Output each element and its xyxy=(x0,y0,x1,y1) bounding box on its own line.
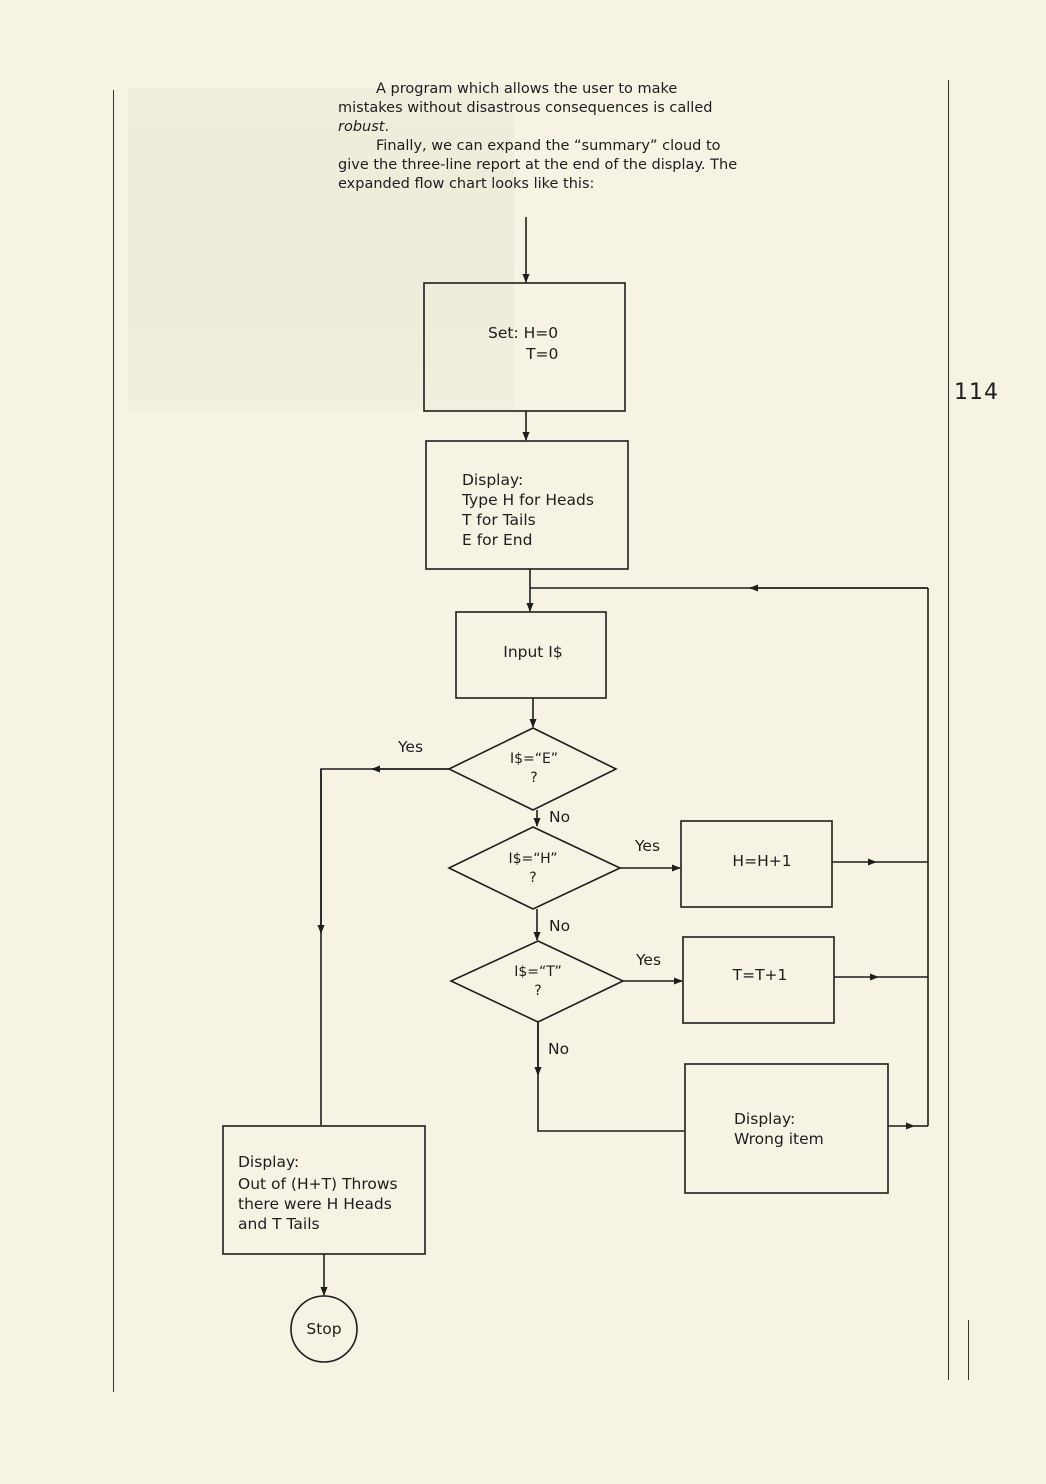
decision-t-line-1: I$=“T” xyxy=(514,964,562,980)
display-box-line-3: T for Tails xyxy=(462,511,536,529)
input-box-label: Input I$ xyxy=(503,643,563,661)
outer-margin-rule xyxy=(968,1320,969,1380)
decision-t-yes-label: Yes xyxy=(636,951,662,969)
decision-h-no-label: No xyxy=(549,917,571,935)
decision-h-yes-label: Yes xyxy=(635,837,661,855)
h-increment-box xyxy=(680,820,833,908)
report-box-line-1: Display: xyxy=(238,1153,300,1171)
stop-terminal xyxy=(290,1295,358,1363)
report-box-line-4: and T Tails xyxy=(238,1215,320,1233)
wrong-box-line-1: Display: xyxy=(734,1110,796,1128)
display-instructions-box xyxy=(425,440,629,570)
set-box xyxy=(423,282,626,412)
display-box-line-1: Display: xyxy=(462,471,524,489)
input-box xyxy=(455,611,607,699)
bleed-through-image xyxy=(128,88,514,410)
t-increment-box xyxy=(682,936,835,1024)
t-no-path xyxy=(537,1022,684,1132)
decision-t-no-label: No xyxy=(548,1040,570,1058)
decision-e-line-1: I$=“E” xyxy=(509,751,559,767)
h-box-label: H=H+1 xyxy=(732,852,792,870)
robust-term: robust xyxy=(338,119,385,135)
display-box-line-2: Type H for Heads xyxy=(462,491,594,509)
page-number: 114 xyxy=(954,380,999,405)
decision-t-line-2: ? xyxy=(534,983,542,999)
wrong-box-line-2: Wrong item xyxy=(734,1130,824,1148)
decision-e-diamond xyxy=(447,727,618,811)
decision-h-diamond xyxy=(447,826,622,910)
decision-h-line-2: ? xyxy=(529,870,537,886)
wrong-item-box xyxy=(684,1063,889,1194)
right-margin-rule xyxy=(948,80,949,1380)
decision-h-line-1: I$=“H” xyxy=(508,851,558,867)
decision-e-no-label: No xyxy=(549,808,571,826)
report-box-line-3: there were H Heads xyxy=(238,1195,392,1213)
display-box-line-4: E for End xyxy=(462,531,533,549)
decision-e-line-2: ? xyxy=(530,770,538,786)
intro-paragraph-1: A program which allows the user to make … xyxy=(338,81,713,135)
set-box-text-2: T=0 xyxy=(526,345,559,363)
set-box-text: Set: H=0 xyxy=(488,324,559,342)
left-margin-rule xyxy=(113,90,114,1392)
report-box-line-2: Out of (H+T) Throws xyxy=(238,1175,398,1193)
t-box-label: T=T+1 xyxy=(732,966,788,984)
intro-paragraph-2: Finally, we can expand the “summary” clo… xyxy=(338,138,738,192)
intro-text: A program which allows the user to make … xyxy=(338,80,738,194)
decision-e-yes-label: Yes xyxy=(398,738,424,756)
e-yes-path xyxy=(320,768,449,1125)
stop-label: Stop xyxy=(306,1320,342,1338)
